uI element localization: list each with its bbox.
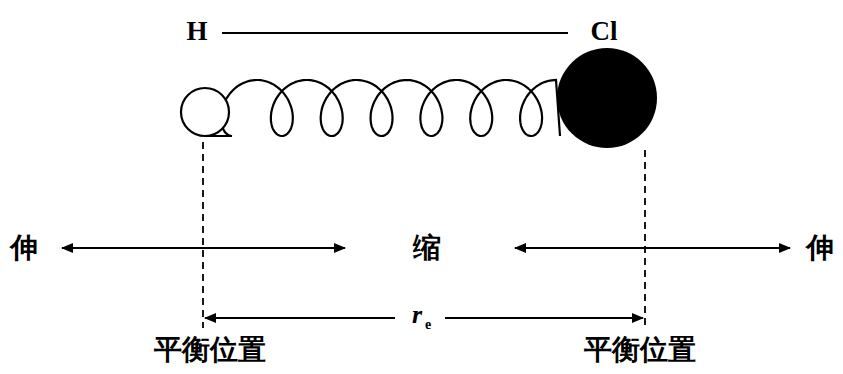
- dashed-guide: [644, 150, 646, 328]
- atom-symbol: H: [186, 18, 207, 45]
- direction-label: 伸: [806, 234, 834, 262]
- hydrogen-atom: [181, 88, 229, 136]
- bond-line: [222, 32, 568, 34]
- distance-arrow: [445, 317, 643, 319]
- motion-arrow: [62, 247, 345, 249]
- position-label: 平衡位置: [584, 336, 696, 364]
- position-label: 平衡位置: [154, 336, 266, 364]
- chlorine-atom: [557, 48, 657, 148]
- distance-subscript: e: [425, 318, 431, 332]
- spring-coil: [206, 80, 560, 136]
- direction-label: 伸: [10, 234, 38, 262]
- distance-arrow: [205, 317, 395, 319]
- dashed-guide: [202, 142, 204, 328]
- motion-arrow: [515, 247, 790, 249]
- direction-label: 缩: [413, 234, 441, 262]
- atom-symbol: Cl: [591, 18, 618, 45]
- distance-symbol: r: [412, 302, 422, 328]
